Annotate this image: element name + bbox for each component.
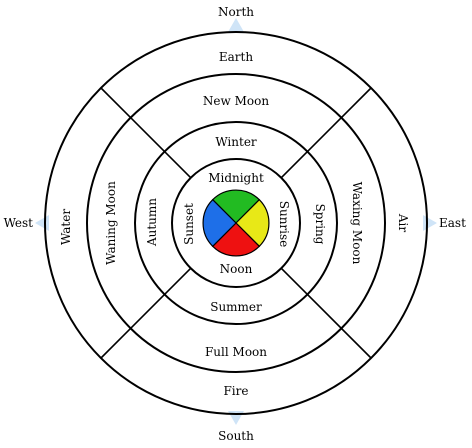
spoke-sw bbox=[100, 267, 192, 359]
spoke-ne bbox=[280, 87, 372, 179]
direction-west: West bbox=[4, 216, 34, 230]
label-noon: Noon bbox=[220, 262, 253, 276]
label-waning-moon: Waning Moon bbox=[104, 181, 118, 265]
label-full-moon: Full Moon bbox=[205, 345, 267, 359]
moon-ring bbox=[86, 73, 386, 373]
center-quadrant-left bbox=[202, 198, 237, 248]
label-earth: Earth bbox=[219, 50, 253, 64]
center-quadrant-right bbox=[235, 198, 270, 248]
label-spring: Spring bbox=[313, 204, 327, 245]
label-new-moon: New Moon bbox=[203, 94, 269, 108]
label-air: Air bbox=[396, 213, 410, 233]
label-winter: Winter bbox=[215, 135, 257, 149]
label-sunrise: Sunrise bbox=[277, 201, 291, 248]
direction-north: North bbox=[218, 5, 254, 19]
north-arrow-icon bbox=[228, 18, 244, 32]
label-midnight: Midnight bbox=[208, 171, 264, 185]
east-arrow-icon bbox=[423, 215, 437, 231]
spoke-se bbox=[280, 267, 372, 359]
direction-east: East bbox=[439, 216, 466, 230]
center-circle bbox=[202, 189, 270, 257]
center-quadrant-top bbox=[211, 189, 261, 224]
label-summer: Summer bbox=[210, 300, 262, 314]
time-ring bbox=[171, 158, 301, 288]
label-fire: Fire bbox=[223, 384, 248, 398]
west-arrow-icon bbox=[35, 215, 49, 231]
spoke-nw bbox=[100, 87, 192, 179]
label-water: Water bbox=[59, 209, 73, 245]
center-quadrant-bottom bbox=[211, 222, 261, 257]
label-autumn: Autumn bbox=[145, 198, 159, 247]
outer-ring bbox=[44, 31, 428, 415]
season-ring bbox=[134, 121, 338, 325]
label-sunset: Sunset bbox=[182, 203, 196, 245]
direction-south: South bbox=[218, 429, 254, 443]
label-waxing-moon: Waxing Moon bbox=[350, 182, 364, 265]
